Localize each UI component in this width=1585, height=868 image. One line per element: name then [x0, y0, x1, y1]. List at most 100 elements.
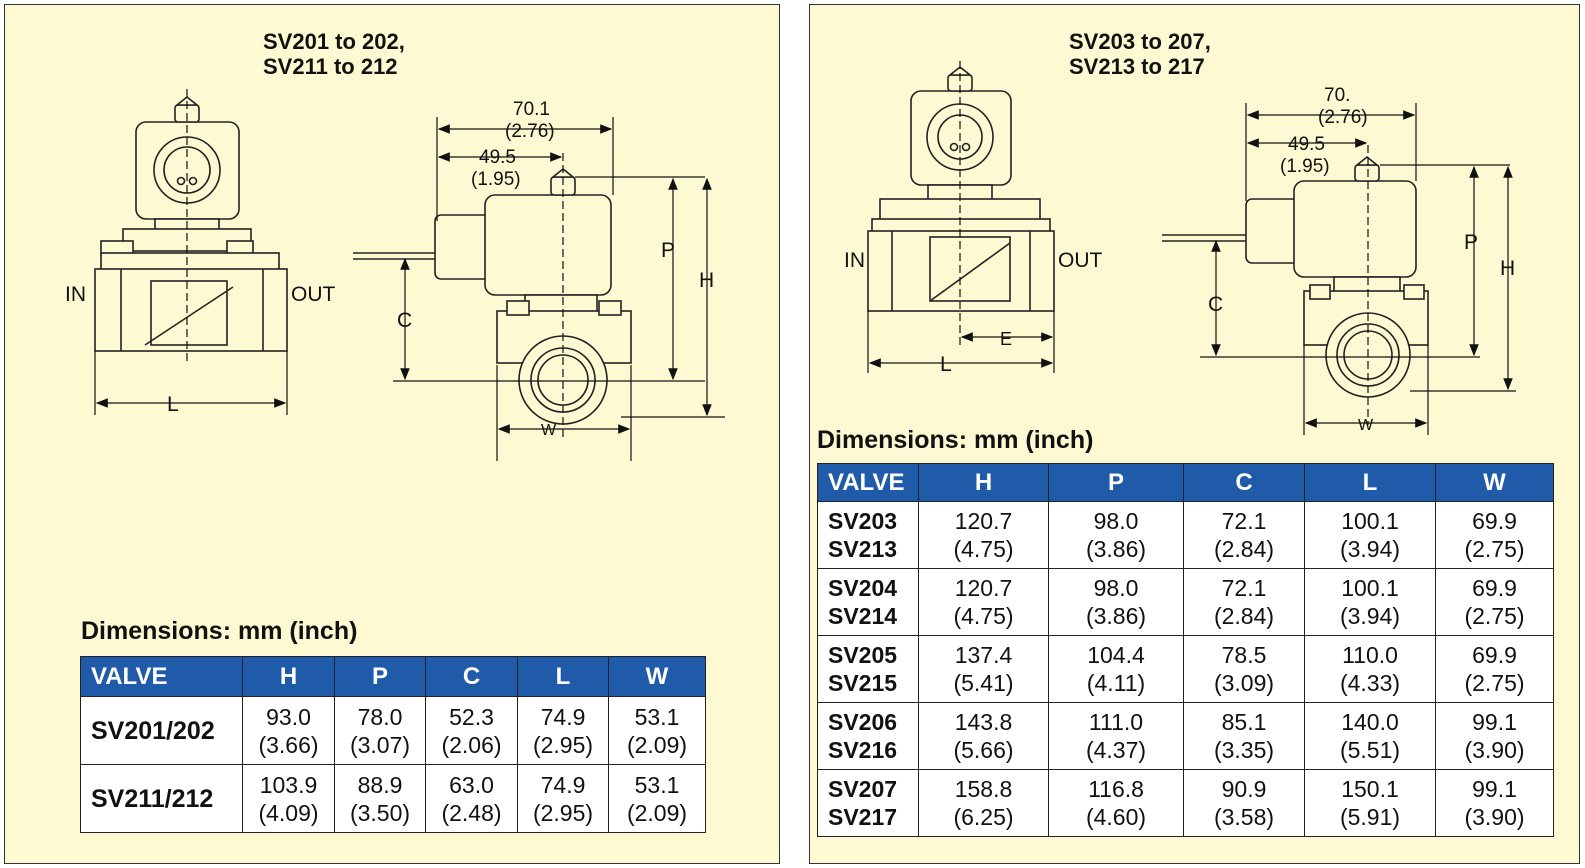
left-in-label: IN — [65, 283, 86, 306]
cell-h: 103.9(4.09) — [242, 764, 335, 833]
cell-p: 104.4(4.11) — [1048, 635, 1184, 703]
value-mm: 69.9 — [1472, 575, 1517, 601]
cell-l: 110.0(4.33) — [1304, 635, 1436, 703]
value-inch: (5.41) — [953, 670, 1014, 696]
cell-p: 111.0(4.37) — [1048, 702, 1184, 770]
value-mm: 85.1 — [1221, 709, 1267, 735]
table-header-row: VALVE H P C L W — [817, 463, 1554, 502]
value-inch: (4.09) — [258, 799, 319, 826]
right-in-label: IN — [844, 249, 865, 272]
value-mm: 111.0 — [1088, 709, 1144, 735]
left-out-label: OUT — [291, 283, 336, 306]
value-inch: (2.75) — [1464, 670, 1525, 696]
cell-w: 99.1(3.90) — [1435, 769, 1554, 837]
cell-h: 120.7(4.75) — [918, 501, 1049, 569]
right-side-view — [1162, 155, 1429, 398]
valve-code: SV214 — [828, 603, 898, 629]
value-inch: (3.50) — [349, 799, 411, 826]
value-mm: 120.7 — [954, 575, 1013, 601]
value-inch: (3.66) — [258, 731, 319, 758]
value-inch: (4.33) — [1339, 670, 1401, 696]
header-c: C — [1183, 463, 1305, 502]
right-title-line2: SV213 to 217 — [1069, 54, 1205, 79]
cell-w: 99.1(3.90) — [1435, 702, 1554, 770]
header-p: P — [334, 656, 426, 697]
value-mm: 158.8 — [954, 776, 1013, 802]
header-w: W — [1435, 463, 1554, 502]
cell-w: 69.9(2.75) — [1435, 635, 1554, 703]
value-mm: 99.1 — [1472, 709, 1517, 735]
value-inch: (4.60) — [1085, 804, 1147, 830]
value-mm: 143.8 — [954, 709, 1013, 735]
value-inch: (2.95) — [532, 799, 594, 826]
value-mm: 99.1 — [1472, 776, 1517, 802]
value-inch: (5.91) — [1339, 804, 1401, 830]
header-l: L — [517, 656, 609, 697]
cell-c: 63.0(2.48) — [425, 764, 518, 833]
value-mm: 100.1 — [1341, 575, 1399, 601]
value-inch: (2.48) — [441, 799, 502, 826]
right-dim-top-mm: 70. — [1324, 85, 1350, 106]
cell-p: 116.8(4.60) — [1048, 769, 1184, 837]
coil — [484, 194, 612, 296]
connector-plug — [1245, 198, 1299, 264]
value-inch: (3.94) — [1339, 603, 1401, 629]
value-mm: 120.7 — [954, 508, 1013, 534]
cell-h: 137.4(5.41) — [918, 635, 1049, 703]
value-mm: 104.4 — [1087, 642, 1145, 668]
header-c: C — [425, 656, 518, 697]
left-title-line2: SV211 to 212 — [263, 54, 398, 79]
right-e-label: E — [1000, 329, 1012, 349]
value-inch: (3.90) — [1464, 737, 1525, 763]
valve-code: SV205 — [828, 642, 898, 668]
valve-code: SV206 — [828, 709, 898, 735]
value-inch: (2.84) — [1213, 603, 1275, 629]
value-inch: (4.37) — [1085, 737, 1147, 763]
value-mm: 150.1 — [1341, 776, 1399, 802]
right-p-label: P — [1464, 231, 1478, 254]
header-p: P — [1048, 463, 1184, 502]
connector-plug — [434, 214, 491, 280]
header-l: L — [1304, 463, 1436, 502]
coil-housing — [910, 90, 1012, 186]
valve-code: SV213 — [828, 536, 898, 562]
value-mm: 72.1 — [1221, 575, 1267, 601]
right-valve-drawing: IN OUT L E — [844, 61, 1516, 435]
left-title-line1: SV201 to 202, — [263, 29, 405, 54]
valve-code: SV204 — [828, 575, 898, 601]
value-inch: (2.84) — [1213, 536, 1275, 562]
cell-h: 120.7(4.75) — [918, 568, 1049, 636]
right-front-view — [867, 65, 1055, 312]
value-inch: (4.11) — [1086, 670, 1146, 696]
value-inch: (2.09) — [626, 799, 688, 826]
left-w-label: W — [541, 422, 557, 439]
value-inch: (5.66) — [953, 737, 1014, 763]
value-mm: 90.9 — [1221, 776, 1267, 802]
cell-l: 100.1(3.94) — [1304, 568, 1436, 636]
left-h-label: H — [699, 269, 714, 292]
value-inch: (2.95) — [532, 731, 594, 758]
left-panel: SV201 to 202, SV211 to 212 — [4, 4, 780, 864]
left-c-label: C — [397, 309, 412, 332]
left-dim-top-in: (2.76) — [505, 121, 555, 142]
left-front-view — [94, 95, 288, 352]
value-mm: 69.9 — [1472, 642, 1517, 668]
value-mm: 53.1 — [634, 771, 680, 798]
value-inch: (6.25) — [953, 804, 1014, 830]
cell-l: 140.0(5.51) — [1304, 702, 1436, 770]
cell-p: 98.0(3.86) — [1048, 501, 1184, 569]
left-side-view — [353, 167, 632, 425]
header-valve: VALVE — [80, 656, 243, 697]
cell-c: 90.9(3.58) — [1183, 769, 1305, 837]
left-dim-mid-in: (1.95) — [471, 169, 521, 190]
value-inch: (4.75) — [953, 536, 1014, 562]
value-mm: 88.9 — [357, 771, 403, 798]
valve-code: SV216 — [828, 737, 898, 763]
coil — [1293, 180, 1417, 278]
